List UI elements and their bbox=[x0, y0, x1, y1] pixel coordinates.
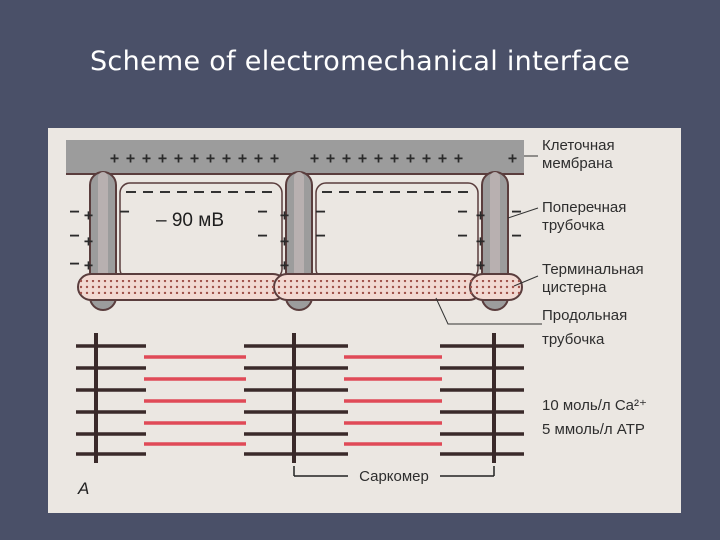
label-atp: 5 ммоль/л ATP bbox=[542, 421, 645, 438]
label-terminal-cistern-1: Терминальная bbox=[542, 261, 644, 278]
plus-sign: + bbox=[190, 149, 199, 167]
panel-letter: A bbox=[77, 479, 89, 498]
svg-text:–: – bbox=[316, 202, 326, 220]
sr-compartment-right bbox=[315, 182, 479, 280]
svg-text:+: + bbox=[84, 206, 93, 224]
z-lines bbox=[94, 333, 496, 463]
svg-text:–: – bbox=[70, 254, 80, 272]
svg-text:+: + bbox=[84, 232, 93, 250]
thin-filaments bbox=[144, 355, 442, 446]
label-cell-membrane-1: Клеточная bbox=[542, 137, 615, 154]
sarcomere-bracket bbox=[293, 466, 495, 477]
label-longitudinal-tubule-1: Продольная bbox=[542, 307, 627, 324]
membrane-positive-charges: + + + + + + + + + + + + + + + + + + + + + + bbox=[110, 149, 517, 167]
svg-text:–: – bbox=[458, 202, 468, 220]
plus-sign: + bbox=[390, 149, 399, 167]
membrane-negative-charges: – – – – – – – – – – – – bbox=[70, 202, 522, 272]
svg-text:+: + bbox=[84, 256, 93, 274]
plus-sign: + bbox=[422, 149, 431, 167]
label-longitudinal-tubule-2: трубочка bbox=[542, 331, 605, 348]
svg-text:–: – bbox=[512, 226, 522, 244]
plus-sign: + bbox=[238, 149, 247, 167]
plus-sign: + bbox=[158, 149, 167, 167]
plus-sign: + bbox=[326, 149, 335, 167]
plus-sign: + bbox=[126, 149, 135, 167]
tubule-positive-charges: + + + + + + + + + bbox=[84, 206, 485, 274]
em-coupling-figure: + + + + + + + + + + + + + + + + + + + + + + bbox=[48, 128, 681, 513]
terminal-cistern-row bbox=[77, 273, 523, 301]
svg-text:–: – bbox=[120, 202, 130, 220]
svg-text:–: – bbox=[458, 226, 468, 244]
thick-filaments bbox=[76, 344, 524, 456]
label-terminal-cistern-2: цистерна bbox=[542, 279, 607, 296]
plus-sign: + bbox=[254, 149, 263, 167]
plus-sign: + bbox=[270, 149, 279, 167]
svg-text:–: – bbox=[70, 226, 80, 244]
right-labels: Клеточная мембрана Поперечная трубочка Т… bbox=[542, 137, 647, 438]
plus-sign: + bbox=[454, 149, 463, 167]
label-t-tubule-2: трубочка bbox=[542, 217, 605, 234]
plus-sign: + bbox=[222, 149, 231, 167]
plus-sign: + bbox=[310, 149, 319, 167]
svg-text:+: + bbox=[280, 256, 289, 274]
plus-sign: + bbox=[342, 149, 351, 167]
svg-text:–: – bbox=[258, 226, 268, 244]
plus-sign: + bbox=[508, 149, 517, 167]
svg-text:+: + bbox=[476, 256, 485, 274]
plus-sign: + bbox=[206, 149, 215, 167]
svg-text:–: – bbox=[70, 202, 80, 220]
svg-text:–: – bbox=[316, 226, 326, 244]
svg-text:+: + bbox=[280, 232, 289, 250]
membrane-potential-label: – 90 мВ bbox=[156, 210, 224, 231]
plus-sign: + bbox=[406, 149, 415, 167]
label-leader-lines bbox=[435, 155, 542, 325]
svg-text:–: – bbox=[512, 202, 522, 220]
plus-sign: + bbox=[142, 149, 151, 167]
plus-sign: + bbox=[174, 149, 183, 167]
sarcomere-label: Саркомер bbox=[359, 468, 429, 485]
label-t-tubule-1: Поперечная bbox=[542, 199, 626, 216]
label-calcium: 10 моль/л Ca²⁺ bbox=[542, 397, 647, 414]
cell-membrane bbox=[66, 140, 524, 174]
svg-text:+: + bbox=[280, 206, 289, 224]
slide-title: Scheme of electromechanical interface bbox=[89, 46, 630, 77]
svg-text:+: + bbox=[476, 232, 485, 250]
svg-text:–: – bbox=[258, 202, 268, 220]
label-cell-membrane-2: мембрана bbox=[542, 155, 613, 172]
plus-sign: + bbox=[110, 149, 119, 167]
plus-sign: + bbox=[358, 149, 367, 167]
plus-sign: + bbox=[438, 149, 447, 167]
svg-text:+: + bbox=[476, 206, 485, 224]
diagram-canvas: + + + + + + + + + + + + + + + + + + + + + + bbox=[66, 137, 647, 498]
plus-sign: + bbox=[374, 149, 383, 167]
